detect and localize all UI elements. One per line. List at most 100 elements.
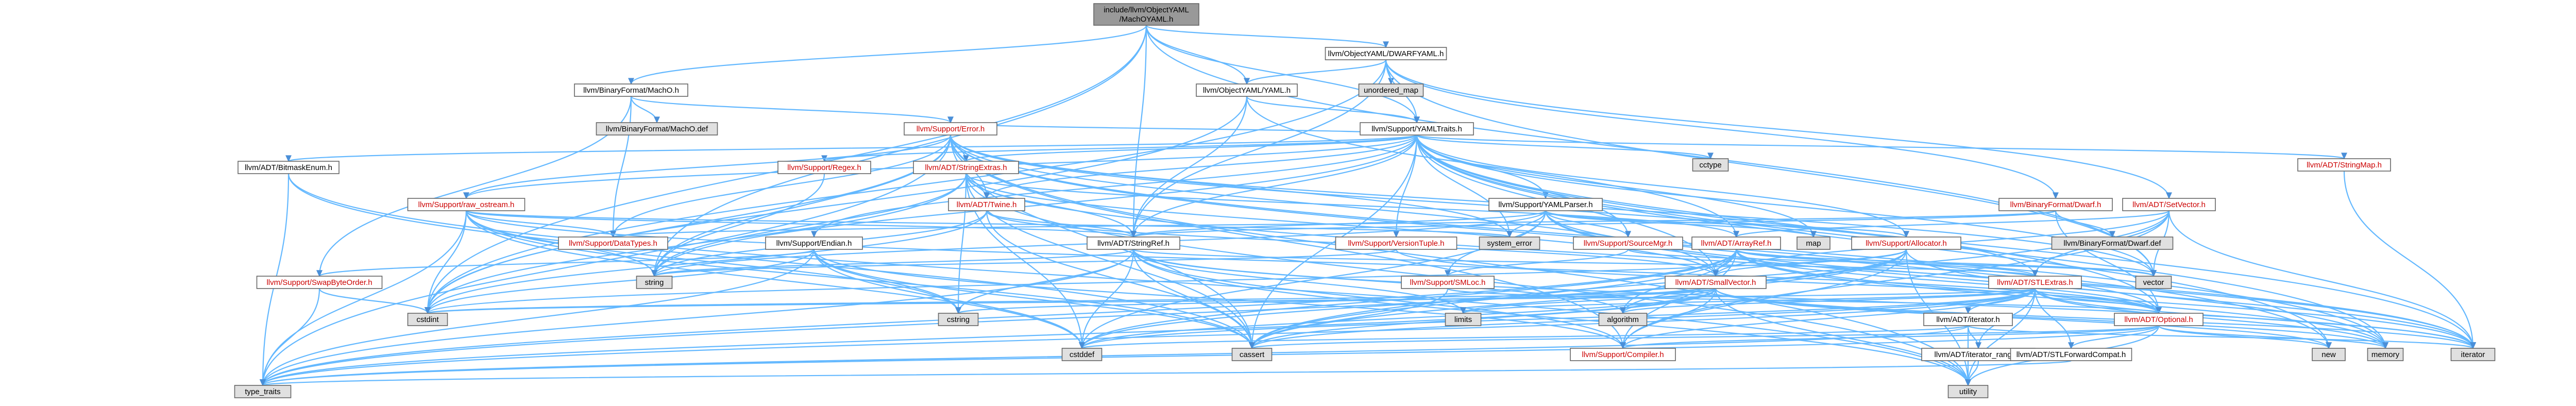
edge-endian-to-swapbyteorder [318,248,815,277]
node-stlforward[interactable]: llvm/ADT/STLForwardCompat.h [2010,348,2132,361]
edge-rawostream-to-stringref [465,210,1134,238]
node-dwarf_def: llvm/BinaryFormat/Dwarf.def [2051,236,2174,250]
node-label-unordered_map-0: unordered_map [1364,86,1418,95]
node-stringmap[interactable]: llvm/ADT/StringMap.h [2297,158,2391,172]
node-box-smallvector [1665,276,1767,289]
edge-arrow-optional-to-compiler [1620,342,1626,349]
node-datatypes[interactable]: llvm/Support/DataTypes.h [558,236,668,250]
node-string: string [636,276,673,289]
edge-twine-to-cstdint [427,210,988,314]
node-stlextras[interactable]: llvm/ADT/STLExtras.h [1988,276,2082,289]
node-box-yamltraits [1360,122,1474,136]
node-bitmaskenum[interactable]: llvm/ADT/BitmaskEnum.h [238,161,340,174]
node-label-stlforward-0: llvm/ADT/STLForwardCompat.h [2016,350,2126,359]
node-box-sourcemgr [1573,236,1683,250]
edge-stringextras-to-string [653,173,967,277]
node-arrayref[interactable]: llvm/ADT/ArrayRef.h [1691,236,1781,250]
node-box-vector [2135,276,2172,289]
edge-optional-to-cassert [1251,325,2160,349]
node-rawostream[interactable]: llvm/Support/raw_ostream.h [407,198,526,211]
node-vector: vector [2135,276,2172,289]
node-setvector[interactable]: llvm/ADT/SetVector.h [2122,198,2216,211]
node-yamltraits[interactable]: llvm/Support/YAMLTraits.h [1360,122,1474,136]
node-smallvector[interactable]: llvm/ADT/SmallVector.h [1665,276,1767,289]
node-box-stringmap [2297,158,2391,172]
node-adtiterator[interactable]: llvm/ADT/iterator.h [1923,313,2013,326]
node-box-new [2312,348,2346,361]
edge-arrow-setvector-to-arrayref [1733,231,1739,238]
edge-arrow-stlextras-to-optional [2156,307,2162,314]
edge-stlextras-to-limits [1462,287,2036,314]
edge-allocator-to-type_traits [262,249,1907,386]
edge-rawostream-to-datatypes [465,210,614,238]
node-cassert: cassert [1231,348,1273,361]
node-new: new [2312,348,2346,361]
node-bfmacho[interactable]: llvm/BinaryFormat/MachO.h [574,83,688,97]
edge-dwarfyaml-to-vector [1385,59,2155,277]
node-box-stringextras [913,161,1019,174]
node-box-cstring [938,313,979,326]
node-box-allocator [1851,236,1961,250]
node-box-regex [777,161,871,174]
node-box-arrayref [1691,236,1781,250]
node-label-endian-0: llvm/Support/Endian.h [776,239,852,248]
node-box-stlforward [2010,348,2132,361]
node-twine[interactable]: llvm/ADT/Twine.h [948,198,1025,211]
node-allocator[interactable]: llvm/Support/Allocator.h [1851,236,1961,250]
edge-twine-to-cassert [986,210,1253,349]
node-label-optional-0: llvm/ADT/Optional.h [2124,315,2193,324]
node-map: map [1797,236,1831,250]
node-box-stringref [1087,236,1180,250]
node-box-smloc [1401,276,1495,289]
edge-yamlparser-to-allocator [1545,210,1907,238]
node-label-swapbyteorder-0: llvm/Support/SwapByteOrder.h [266,278,372,287]
node-error[interactable]: llvm/Support/Error.h [904,122,997,136]
edge-arrow-twine-to-stringref [1130,231,1137,238]
node-dwarfyaml[interactable]: llvm/ObjectYAML/DWARFYAML.h [1325,47,1447,60]
node-root[interactable]: include/llvm/ObjectYAML/MachOYAML.h [1093,3,1199,26]
node-box-cassert [1231,348,1273,361]
node-sourcemgr[interactable]: llvm/Support/SourceMgr.h [1573,236,1683,250]
node-stringref[interactable]: llvm/ADT/StringRef.h [1087,236,1180,250]
node-label-allocator-0: llvm/Support/Allocator.h [1866,239,1947,248]
node-objyaml[interactable]: llvm/ObjectYAML/YAML.h [1196,83,1298,97]
edge-dwarfyaml-to-bfdwarf [1385,59,2057,199]
node-regex[interactable]: llvm/Support/Regex.h [777,161,871,174]
edge-smallvector-to-utility [1715,288,1969,386]
node-yamlparser[interactable]: llvm/Support/YAMLParser.h [1488,198,1603,211]
node-box-setvector [2122,198,2216,211]
edge-yamltraits-to-map [1416,134,1815,238]
edge-arrow-stringextras-to-twine [984,192,990,199]
node-bfdwarf[interactable]: llvm/BinaryFormat/Dwarf.h [1998,198,2113,211]
edge-arrow-yamlparser-to-sourcemgr [1625,231,1631,238]
node-label-smallvector-0: llvm/ADT/SmallVector.h [1675,278,1756,287]
edge-arrow-versiontuple-to-string [651,270,657,277]
node-compiler[interactable]: llvm/Support/Compiler.h [1570,348,1676,361]
node-box-algorithm [1598,313,1648,326]
edge-arrow-yamlparser-to-map [1810,231,1817,238]
edge-arrow-allocator-to-smallvector [1713,270,1719,277]
edge-dwarfyaml-to-cstdint [427,59,1387,314]
edge-stlextras-to-type_traits [262,288,2036,386]
edge-bfdwarf-to-datatypes [612,210,2057,238]
edge-bfmacho-to-error [630,95,952,124]
node-box-rawostream [407,198,526,211]
node-box-datatypes [558,236,668,250]
edge-arrow-stlextras-to-cstdint [425,307,431,314]
node-label-arrayref-0: llvm/ADT/ArrayRef.h [1701,239,1772,248]
node-stringextras[interactable]: llvm/ADT/StringExtras.h [913,161,1019,174]
node-label-adtiterator-0: llvm/ADT/iterator.h [1936,315,1999,324]
node-box-optional [2114,313,2204,326]
node-box-memory [2367,348,2404,361]
edge-endian-to-type_traits [262,249,815,386]
node-endian[interactable]: llvm/Support/Endian.h [765,236,863,250]
node-smloc[interactable]: llvm/Support/SMLoc.h [1401,276,1495,289]
edge-error-to-rawostream [465,134,952,199]
node-versiontuple[interactable]: llvm/Support/VersionTuple.h [1335,236,1458,250]
node-label-cctype-0: cctype [1699,161,1721,170]
edge-rawostream-to-cstdint [427,210,467,314]
edge-swapbyteorder-to-type_traits [262,288,320,386]
edge-objyaml-to-stringref [1132,96,1248,238]
node-swapbyteorder[interactable]: llvm/Support/SwapByteOrder.h [256,276,383,289]
node-optional[interactable]: llvm/ADT/Optional.h [2114,313,2204,326]
